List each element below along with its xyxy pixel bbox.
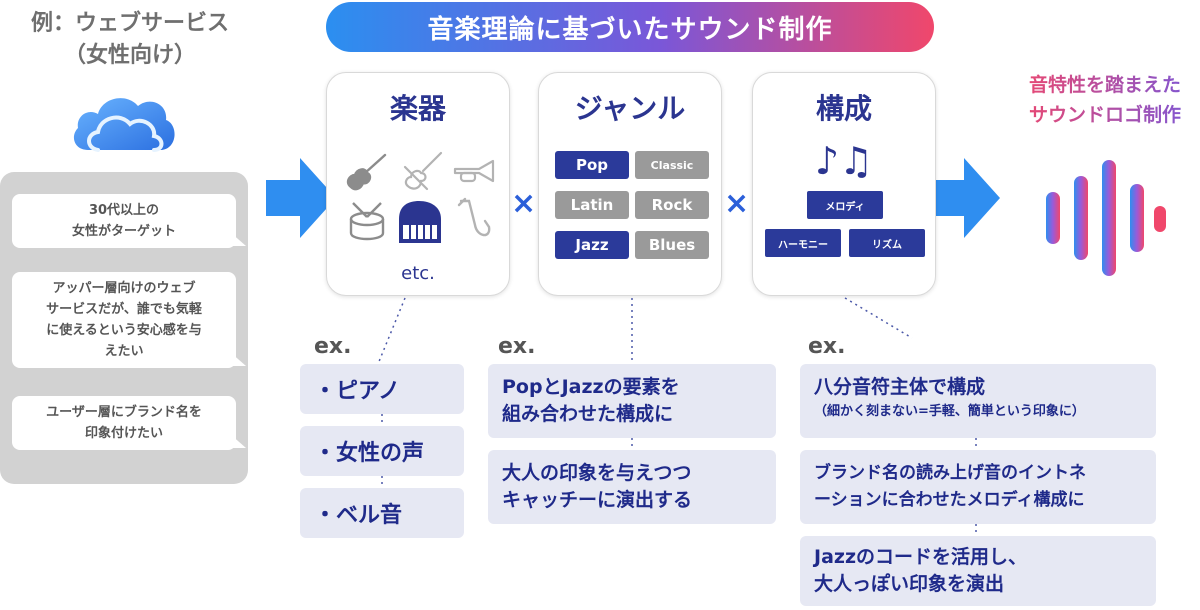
- example-title-line1: 例：ウェブサービス: [30, 11, 229, 36]
- drum-icon: [349, 202, 385, 241]
- genre-example-2: 大人の印象を与えつつ キャッチーに演出する: [488, 450, 776, 524]
- speech-bubble-concept: アッパー層向けのウェブ サービスだが、誰でも気軽 に使えるという安心感を与 えた…: [12, 272, 246, 368]
- example-title-line2: （女性向け）: [63, 43, 196, 68]
- cloud-icon: [73, 98, 175, 152]
- guitar-icon: [346, 153, 387, 191]
- instruments-card: 楽器: [326, 72, 510, 296]
- instrument-example-bell: ・ベル音: [300, 488, 464, 538]
- header-banner: 音楽理論に基づいたサウンド制作: [326, 2, 934, 52]
- composition-example-1: 八分音符主体で構成 （細かく刻まない=手軽、簡単という印象に）: [800, 364, 1156, 438]
- genre-tag-rock: Rock: [635, 191, 709, 219]
- instruments-etc: etc.: [401, 263, 435, 284]
- result-title-line2: サウンドロゴ制作: [1010, 100, 1200, 130]
- genre-ex-label: ex.: [498, 334, 536, 359]
- result-title: 音特性を踏まえた サウンドロゴ制作: [1010, 70, 1200, 130]
- genre-tag-jazz: Jazz: [555, 231, 629, 259]
- multiply-symbol: ×: [724, 186, 750, 221]
- saxophone-icon: [457, 197, 491, 237]
- genre-tag-classic: Classic: [635, 151, 709, 179]
- speech-bubble-target: 30代以上の 女性がターゲット: [12, 194, 246, 248]
- music-notes-icon: ♪♫: [814, 139, 874, 183]
- violin-icon: [403, 151, 443, 191]
- example-title: 例：ウェブサービス （女性向け）: [10, 8, 250, 72]
- target-panel: 30代以上の 女性がターゲット アッパー層向けのウェブ サービスだが、誰でも気軽…: [0, 172, 248, 484]
- composition-title: 構成: [815, 92, 872, 125]
- genre-tag-latin: Latin: [555, 191, 629, 219]
- instrument-example-piano: ・ピアノ: [300, 364, 464, 414]
- composition-example-3: Jazzのコードを活用し、 大人っぽい印象を演出: [800, 536, 1156, 606]
- multiply-symbol: ×: [511, 186, 537, 221]
- instruments-title: 楽器: [389, 92, 446, 125]
- composition-example-2: ブランド名の読み上げ音のイントネ ーションに合わせたメロディ構成に: [800, 450, 1156, 524]
- genre-tag-pop: Pop: [555, 151, 629, 179]
- composition-card: 構成 ♪♫ メロディ ハーモニー リズム: [752, 72, 936, 296]
- arrow-right-icon: [266, 158, 336, 238]
- result-title-line1: 音特性を踏まえた: [1010, 70, 1200, 100]
- composition-ex-label: ex.: [808, 334, 846, 359]
- instrument-example-voice: ・女性の声: [300, 426, 464, 476]
- trumpet-icon: [453, 159, 495, 183]
- genre-tag-blues: Blues: [635, 231, 709, 259]
- harmony-box: ハーモニー: [765, 229, 841, 257]
- arrow-right-icon: [930, 158, 1000, 238]
- melody-box: メロディ: [807, 191, 883, 219]
- sound-wave-icon: [1046, 160, 1166, 276]
- rhythm-box: リズム: [849, 229, 925, 257]
- genre-title: ジャンル: [574, 92, 686, 125]
- piano-icon: [399, 201, 441, 243]
- genre-example-1: PopとJazzの要素を 組み合わせた構成に: [488, 364, 776, 438]
- genre-card: ジャンル Pop Classic Latin Rock Jazz Blues: [538, 72, 722, 296]
- speech-bubble-brand: ユーザー層にブランド名を 印象付けたい: [12, 396, 246, 450]
- instruments-ex-label: ex.: [314, 334, 352, 359]
